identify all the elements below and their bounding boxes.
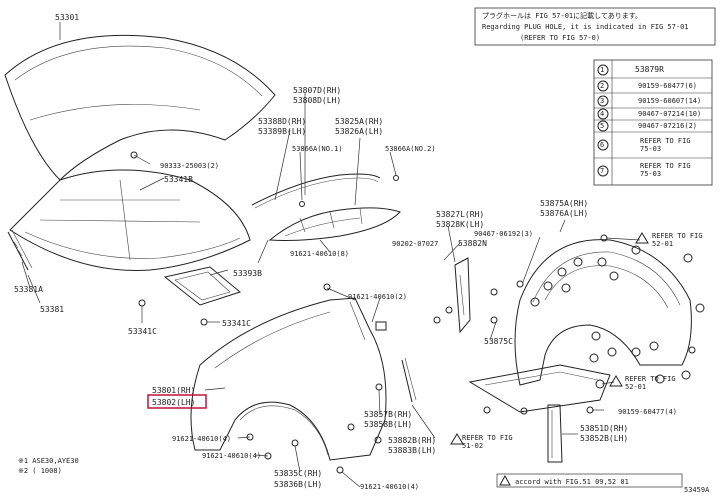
refer-52-01-upper[interactable]: REFER TO FIG 52-01	[635, 232, 712, 252]
label-53341C-upper[interactable]: 53341C	[222, 319, 251, 328]
mudguard[interactable]	[547, 404, 563, 463]
note-line-3: (REFER TO FIG 57-0)	[520, 34, 600, 42]
label-53857B[interactable]: 53857B(RH)	[364, 410, 412, 419]
accord-note-text: accord with FIG.51 09,52 01	[515, 478, 629, 486]
clip-no2[interactable]	[393, 175, 399, 181]
label-90467-06192[interactable]: 90467-06192(3)	[474, 230, 533, 238]
label-53858B[interactable]: 53858B(LH)	[364, 420, 412, 429]
label-53882N[interactable]: 53882N	[458, 239, 487, 248]
label-53389B[interactable]: 53389B(LH)	[258, 127, 306, 136]
label-53381A[interactable]: 53381A	[14, 285, 43, 294]
accord-note: accord with FIG.51 09,52 01	[496, 473, 683, 488]
label-53828K[interactable]: 53828K(LH)	[436, 220, 484, 229]
label-53875C[interactable]: 53875C	[484, 337, 513, 346]
label-53852B[interactable]: 53852B(LH)	[580, 434, 628, 443]
front-fender-panel[interactable]	[190, 297, 387, 461]
label-53802[interactable]: 53802(LH)	[152, 398, 195, 407]
label-53875A[interactable]: 53875A(RH)	[540, 199, 588, 208]
label-91621-8[interactable]: 91621-40610(8)	[290, 250, 349, 258]
model-note-1: ※1 ASE30,AYE30	[18, 457, 79, 465]
fender-bracket[interactable]	[375, 321, 417, 403]
legend-num-4: 4	[600, 110, 604, 118]
note-box: プラグホールは FIG 57-01に記載してあります。 Regarding PL…	[474, 7, 716, 46]
label-91621-4-c[interactable]: 91621-40610(4)	[360, 483, 419, 491]
hood-insulator[interactable]	[163, 266, 242, 306]
label-90202-07027[interactable]: 90202-07027	[392, 240, 438, 248]
hood-seal-strip[interactable]	[7, 229, 33, 271]
label-90159-60477-4[interactable]: 90159-60477(4)	[618, 408, 677, 416]
label-91621-4-b[interactable]: 91621-40610(4)	[202, 452, 261, 460]
label-53393B[interactable]: 53393B	[233, 269, 262, 278]
label-53882B[interactable]: 53882B(RH)	[388, 436, 436, 445]
legend-part-3: 90159-60607(14)	[638, 97, 701, 105]
highlight-box	[147, 394, 207, 409]
legend-num-6: 6	[600, 141, 604, 149]
legend-part-4: 90467-07214(10)	[638, 110, 701, 118]
label-53808D[interactable]: 53808D(LH)	[293, 96, 341, 105]
legend-part-2: 90159-60477(6)	[638, 82, 697, 90]
label-53341B[interactable]: 53341B	[164, 175, 193, 184]
label-90333-25003[interactable]: 90333-25003(2)	[160, 162, 219, 170]
note-line-2: Regarding PLUG HOLE, it is indicated in …	[482, 23, 689, 31]
splash-shield[interactable]	[468, 364, 611, 413]
label-53301[interactable]: 53301	[55, 13, 79, 22]
legend-num-1: 1	[600, 66, 604, 74]
refer-51-02[interactable]: REFER TO FIG 51-02	[450, 433, 522, 454]
label-53835C[interactable]: 53835C(RH)	[274, 469, 322, 478]
legend-part-7: REFER TO FIG 75-03	[640, 162, 691, 178]
label-53876A[interactable]: 53876A(LH)	[540, 209, 588, 218]
note-line-1: プラグホールは FIG 57-01に記載してあります。	[482, 11, 642, 20]
label-53866A-no1[interactable]: 53866A(NO.1)	[292, 145, 343, 153]
label-53341C-lower[interactable]: 53341C	[128, 327, 157, 336]
label-91621-2[interactable]: 91621-40610(2)	[348, 293, 407, 301]
fender-liner[interactable]	[514, 239, 692, 386]
legend-table: 1 53879R 2 90159-60477(6) 3 90159-60607(…	[593, 59, 713, 186]
legend-part-6: REFER TO FIG 75-03	[640, 137, 691, 153]
label-53836B[interactable]: 53836B(LH)	[274, 480, 322, 489]
refer-52-01-lower[interactable]: REFER TO FIG 52-01	[609, 375, 685, 395]
liner-clips[interactable]	[483, 234, 705, 415]
legend-num-2: 2	[600, 82, 604, 90]
label-53826A[interactable]: 53826A(LH)	[335, 127, 383, 136]
label-53381[interactable]: 53381	[40, 305, 64, 314]
figure-code: 53459A	[684, 486, 710, 494]
label-53827L[interactable]: 53827L(RH)	[436, 210, 484, 219]
label-53807D[interactable]: 53807D(RH)	[293, 86, 341, 95]
legend-part-1: 53879R	[635, 65, 664, 74]
legend-num-5: 5	[600, 122, 604, 130]
clip-no1[interactable]	[299, 201, 305, 207]
label-53851D[interactable]: 53851D(RH)	[580, 424, 628, 433]
legend-num-7: 7	[600, 167, 604, 175]
label-53388D[interactable]: 53388D(RH)	[258, 117, 306, 126]
hood-clip[interactable]	[130, 151, 208, 326]
legend-num-3: 3	[600, 97, 604, 105]
label-53801[interactable]: 53801(RH)	[152, 386, 195, 395]
hood-panel[interactable]	[4, 34, 276, 271]
model-note-2: ※2 ( 1008)	[18, 467, 62, 475]
label-53825A[interactable]: 53825A(RH)	[335, 117, 383, 126]
fender-seal-strip[interactable]	[251, 173, 381, 209]
label-53866A-no2[interactable]: 53866A(NO.2)	[385, 145, 436, 153]
cowl-side-panel[interactable]	[268, 207, 401, 241]
label-91621-4-a[interactable]: 91621-40610(4)	[172, 435, 231, 443]
fender-liner-bracket[interactable]	[433, 257, 498, 334]
label-53883B[interactable]: 53883B(LH)	[388, 446, 436, 455]
label-53802-highlighted[interactable]: 53802(LH)	[147, 394, 207, 409]
legend-part-5: 90467-07216(2)	[638, 122, 697, 130]
